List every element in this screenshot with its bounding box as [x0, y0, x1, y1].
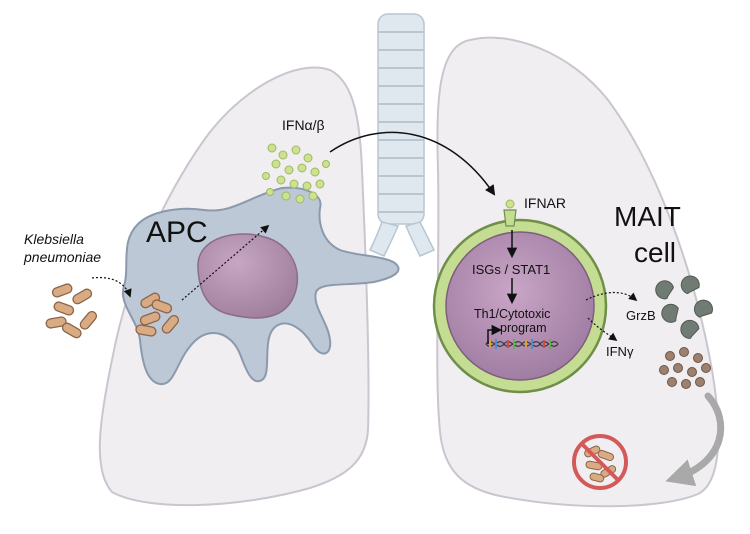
no-bacteria-icon	[572, 434, 628, 490]
apc-bacteria-icon	[135, 292, 180, 337]
ifng-particles	[659, 347, 711, 389]
ifng-label: IFNγ	[606, 344, 634, 359]
th1-cytotoxic-label: Th1/Cytotoxic	[474, 307, 550, 321]
bacteria-icon	[45, 283, 98, 339]
mait-cell	[432, 218, 608, 394]
ifnar-receptor	[503, 199, 517, 227]
clearance-arrow	[665, 392, 725, 487]
klebsiella-arrow	[91, 276, 132, 298]
program-label: program	[500, 321, 547, 335]
ifn-particles	[262, 143, 330, 204]
apc-nucleus	[197, 233, 299, 319]
isgs-stat1-label: ISGs / STAT1	[472, 262, 550, 277]
grzb-arrow	[585, 291, 638, 302]
grzb-granules	[655, 275, 713, 339]
ifn-alpha-beta-label: IFNα/β	[282, 117, 325, 133]
apc-label: APC	[146, 216, 208, 249]
apc-cell	[121, 186, 400, 386]
dna-icon	[485, 339, 559, 349]
promoter-arrow-icon	[487, 324, 503, 344]
klebsiella-label: Klebsiella	[24, 231, 84, 247]
mait-label: MAIT	[614, 201, 681, 232]
ifng-arrow	[587, 317, 618, 342]
cell-label: cell	[634, 237, 676, 268]
apc-secretion-arrow	[181, 224, 270, 301]
ifn-to-mait-arrow	[329, 131, 496, 196]
pneumoniae-label: pneumoniae	[23, 249, 101, 265]
grzb-label: GrzB	[626, 308, 656, 323]
trachea-icon	[368, 13, 436, 257]
ifnar-label: IFNAR	[524, 195, 566, 211]
